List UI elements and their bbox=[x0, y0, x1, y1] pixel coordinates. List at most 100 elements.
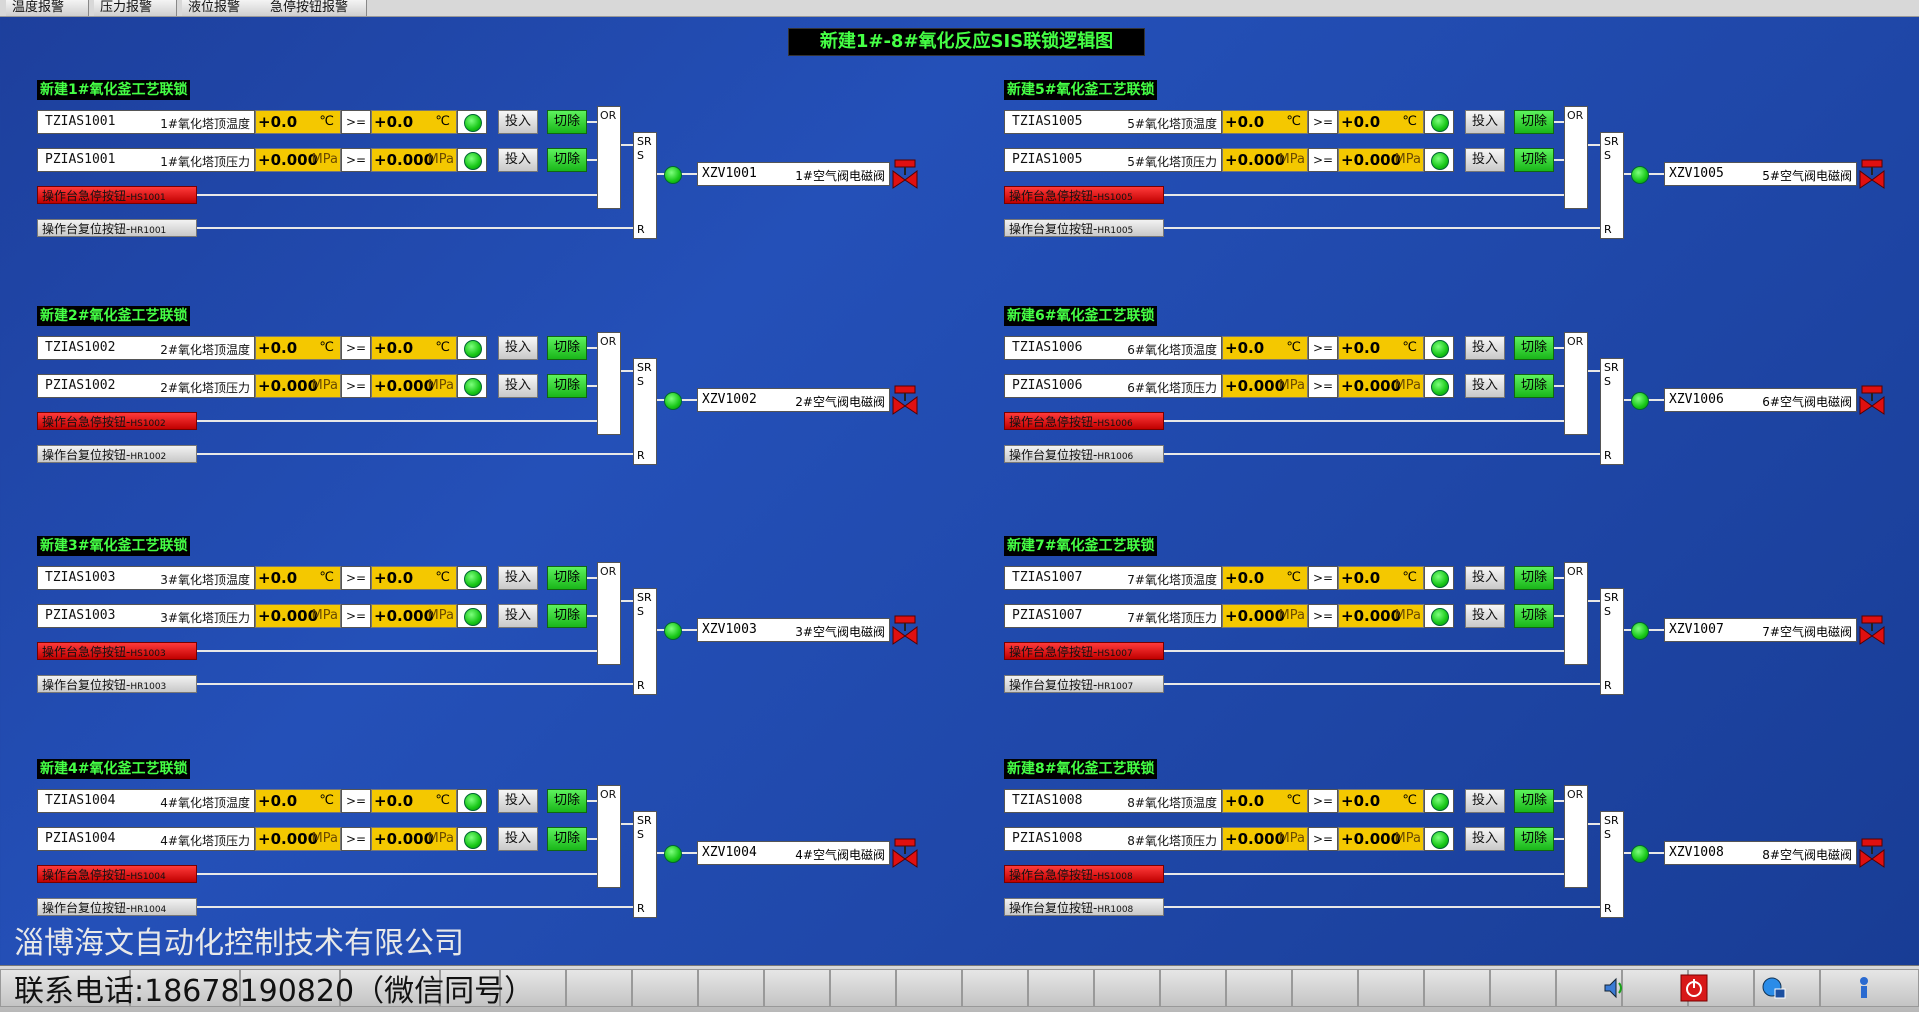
status-slot[interactable] bbox=[1028, 969, 1094, 1007]
reset-button[interactable]: 操作台复位按钮-HR1008 bbox=[1004, 898, 1164, 916]
pressure-enable-button[interactable]: 投入 bbox=[498, 374, 538, 398]
emergency-stop-button[interactable]: 操作台急停按钮-HS1008 bbox=[1004, 865, 1164, 883]
network-icon[interactable] bbox=[1760, 974, 1788, 1002]
temperature-enable-button[interactable]: 投入 bbox=[498, 110, 538, 134]
reset-button[interactable]: 操作台复位按钮-HR1005 bbox=[1004, 219, 1164, 237]
temperature-bypass-button[interactable]: 切除 bbox=[547, 566, 587, 590]
status-slot[interactable] bbox=[1160, 969, 1226, 1007]
reset-button[interactable]: 操作台复位按钮-HR1003 bbox=[37, 675, 197, 693]
pressure-enable-button[interactable]: 投入 bbox=[498, 148, 538, 172]
pressure-bypass-button[interactable]: 切除 bbox=[1514, 827, 1554, 851]
emergency-stop-button[interactable]: 操作台急停按钮-HS1007 bbox=[1004, 642, 1164, 660]
temperature-enable-button[interactable]: 投入 bbox=[1465, 336, 1505, 360]
status-slot[interactable] bbox=[0, 969, 130, 1007]
reset-button[interactable]: 操作台复位按钮-HR1001 bbox=[37, 219, 197, 237]
pressure-enable-button[interactable]: 投入 bbox=[498, 827, 538, 851]
emergency-stop-button[interactable]: 操作台急停按钮-HS1002 bbox=[37, 412, 197, 430]
emergency-stop-button[interactable]: 操作台急停按钮-HS1003 bbox=[37, 642, 197, 660]
pressure-enable-button[interactable]: 投入 bbox=[1465, 827, 1505, 851]
emergency-stop-button[interactable]: 操作台急停按钮-HS1004 bbox=[37, 865, 197, 883]
tab-emergency-stop-alarm[interactable]: 急停按钮报警 bbox=[264, 0, 367, 16]
pressure-enable-button[interactable]: 投入 bbox=[1465, 374, 1505, 398]
status-slot[interactable] bbox=[1292, 969, 1358, 1007]
temperature-enable-button[interactable]: 投入 bbox=[498, 566, 538, 590]
pressure-enable-button[interactable]: 投入 bbox=[1465, 604, 1505, 628]
pressure-enable-button[interactable]: 投入 bbox=[1465, 148, 1505, 172]
reset-button[interactable]: 操作台复位按钮-HR1004 bbox=[37, 898, 197, 916]
temperature-setpoint[interactable]: +0.0℃ bbox=[1338, 110, 1424, 134]
reset-button[interactable]: 操作台复位按钮-HR1002 bbox=[37, 445, 197, 463]
status-slot[interactable] bbox=[340, 969, 440, 1007]
temperature-enable-button[interactable]: 投入 bbox=[498, 336, 538, 360]
pressure-bypass-button[interactable]: 切除 bbox=[1514, 374, 1554, 398]
emergency-stop-button[interactable]: 操作台急停按钮-HS1006 bbox=[1004, 412, 1164, 430]
status-slot[interactable] bbox=[1622, 969, 1688, 1007]
reset-button[interactable]: 操作台复位按钮-HR1006 bbox=[1004, 445, 1164, 463]
status-slot[interactable] bbox=[1490, 969, 1556, 1007]
emergency-stop-button[interactable]: 操作台急停按钮-HS1001 bbox=[37, 186, 197, 204]
speaker-icon[interactable] bbox=[1600, 974, 1628, 1002]
pressure-bypass-button[interactable]: 切除 bbox=[547, 374, 587, 398]
status-slot[interactable] bbox=[698, 969, 764, 1007]
temperature-bypass-button[interactable]: 切除 bbox=[547, 336, 587, 360]
temperature-enable-button[interactable]: 投入 bbox=[1465, 566, 1505, 590]
status-slot[interactable] bbox=[500, 969, 566, 1007]
status-slot[interactable] bbox=[1094, 969, 1160, 1007]
temperature-setpoint[interactable]: +0.0℃ bbox=[371, 566, 457, 590]
pressure-bypass-button[interactable]: 切除 bbox=[1514, 604, 1554, 628]
status-slot[interactable] bbox=[1424, 969, 1490, 1007]
tab-level-alarm[interactable]: 液位报警 bbox=[182, 0, 265, 16]
pressure-enable-button[interactable]: 投入 bbox=[498, 604, 538, 628]
temperature-setpoint[interactable]: +0.0℃ bbox=[371, 336, 457, 360]
status-slot[interactable] bbox=[830, 969, 896, 1007]
status-slot[interactable] bbox=[240, 969, 340, 1007]
temperature-bypass-button[interactable]: 切除 bbox=[1514, 789, 1554, 813]
status-slot[interactable] bbox=[632, 969, 698, 1007]
user-icon[interactable] bbox=[1850, 974, 1878, 1002]
pressure-bypass-button[interactable]: 切除 bbox=[547, 604, 587, 628]
power-icon[interactable] bbox=[1680, 974, 1708, 1002]
pressure-bypass-button[interactable]: 切除 bbox=[547, 827, 587, 851]
temperature-setpoint[interactable]: +0.0℃ bbox=[1338, 566, 1424, 590]
tab-pressure-alarm[interactable]: 压力报警 bbox=[94, 0, 177, 16]
reset-button[interactable]: 操作台复位按钮-HR1007 bbox=[1004, 675, 1164, 693]
tab-temperature-alarm[interactable]: 温度报警 bbox=[6, 0, 89, 16]
temperature-bypass-button[interactable]: 切除 bbox=[547, 789, 587, 813]
temperature-enable-button[interactable]: 投入 bbox=[498, 789, 538, 813]
status-slot[interactable] bbox=[1820, 969, 1919, 1007]
pressure-bypass-button[interactable]: 切除 bbox=[1514, 148, 1554, 172]
status-slot[interactable] bbox=[1226, 969, 1292, 1007]
temperature-setpoint[interactable]: +0.0℃ bbox=[371, 789, 457, 813]
